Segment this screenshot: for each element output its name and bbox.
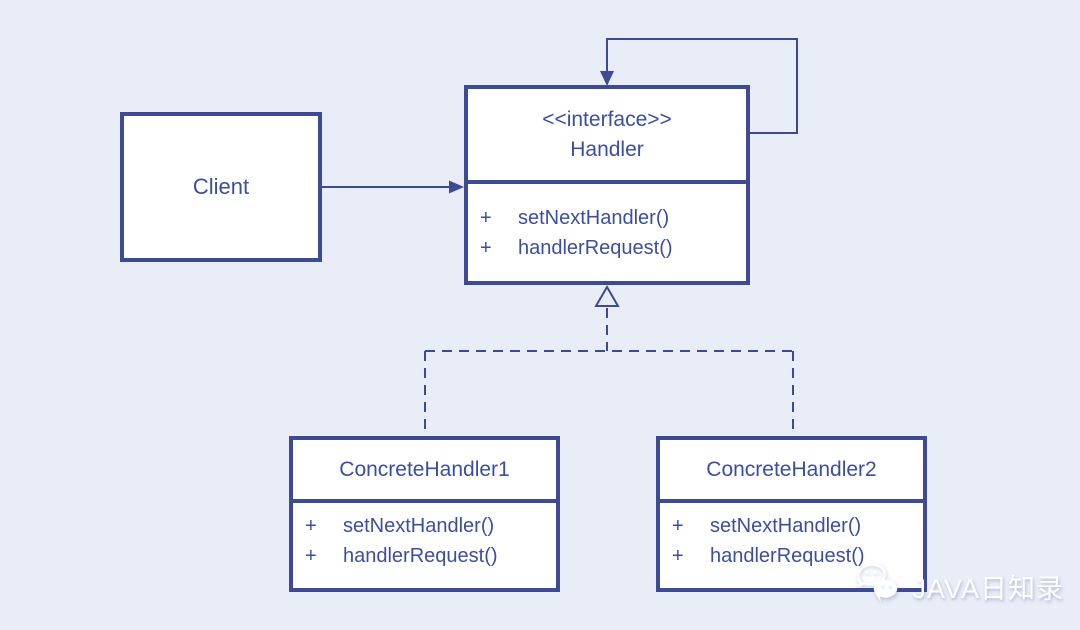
method-signature: setNextHandler() xyxy=(343,514,495,537)
watermark-text: JAVA日知录 xyxy=(912,574,1064,604)
method-row: + setNextHandler() xyxy=(305,511,556,541)
method-row: + handlerRequest() xyxy=(305,541,556,571)
method-signature: handlerRequest() xyxy=(343,544,498,567)
method-row: + handlerRequest() xyxy=(672,541,923,571)
realization-dashed-connectors xyxy=(424,285,794,436)
method-signature: handlerRequest() xyxy=(518,236,673,259)
generalization-triangle xyxy=(594,285,620,307)
concrete-handler-1-name: ConcreteHandler1 xyxy=(339,457,510,481)
method-signature: setNextHandler() xyxy=(518,206,670,229)
concrete-handler-2-name: ConcreteHandler2 xyxy=(706,457,877,481)
handler-interface-name: Handler xyxy=(570,137,644,161)
method-visibility: + xyxy=(305,514,317,537)
method-visibility: + xyxy=(305,544,317,567)
watermark: JAVA日知录 xyxy=(854,561,1064,612)
client-class-name: Client xyxy=(192,174,250,199)
handler-methods-section: + setNextHandler() + handlerRequest() xyxy=(468,184,746,281)
method-signature: handlerRequest() xyxy=(710,544,865,567)
concrete-handler-1-methods-section: + setNextHandler() + handlerRequest() xyxy=(293,503,556,588)
concrete-handler-2-header: ConcreteHandler2 xyxy=(660,440,923,503)
concrete-handler-1-header: ConcreteHandler1 xyxy=(293,440,556,503)
wechat-icon xyxy=(854,561,906,612)
concrete-handler-2-methods-section: + setNextHandler() + handlerRequest() xyxy=(660,503,923,588)
client-class-box: Client xyxy=(120,112,322,262)
method-row: + handlerRequest() xyxy=(480,233,746,263)
handler-interface-box: <<interface>> Handler + setNextHandler()… xyxy=(464,85,750,285)
method-visibility: + xyxy=(672,514,684,537)
method-visibility: + xyxy=(480,206,492,229)
method-signature: setNextHandler() xyxy=(710,514,862,537)
concrete-handler-1-box: ConcreteHandler1 + setNextHandler() + ha… xyxy=(289,436,560,592)
handler-self-loop-arrow xyxy=(600,38,798,134)
method-visibility: + xyxy=(480,236,492,259)
method-row: + setNextHandler() xyxy=(672,511,923,541)
client-to-handler-arrow xyxy=(322,180,464,194)
method-visibility: + xyxy=(672,544,684,567)
handler-interface-header: <<interface>> Handler xyxy=(468,89,746,184)
handler-stereotype: <<interface>> xyxy=(542,107,672,131)
method-row: + setNextHandler() xyxy=(480,203,746,233)
